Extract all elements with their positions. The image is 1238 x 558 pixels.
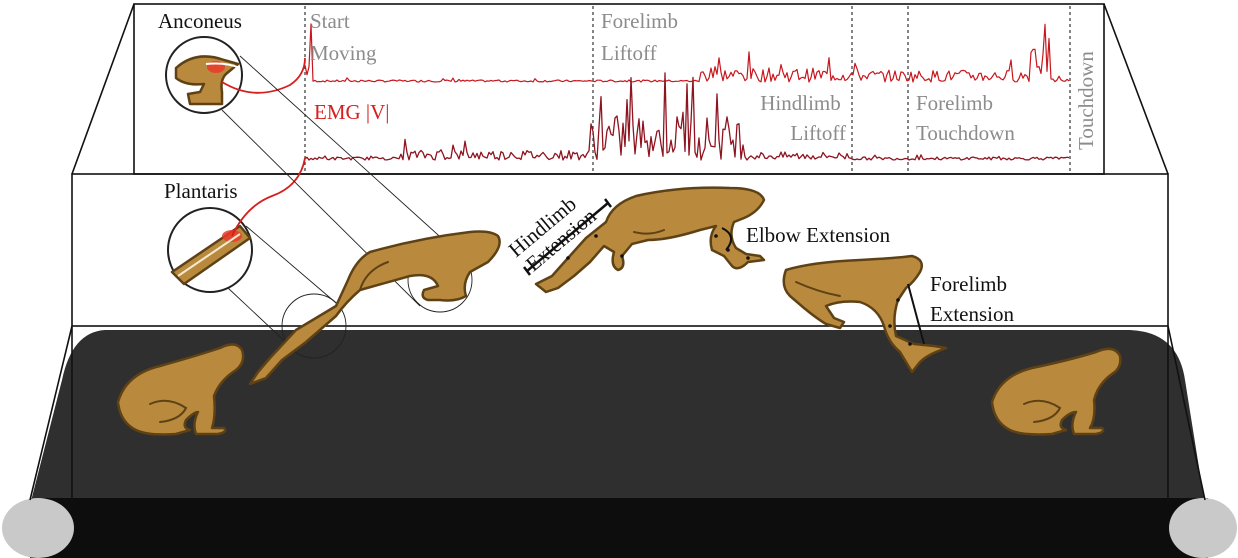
anconeus-emg-trace xyxy=(304,23,1070,83)
svg-text:Forelimb Extension: Forelimb Extension xyxy=(930,272,1014,326)
label-forelimb-liftoff: Forelimb Liftoff xyxy=(601,9,683,65)
anconeus-electrode-wire xyxy=(221,57,306,94)
label-touchdown: Touchdown xyxy=(1074,51,1098,150)
label-emg: EMG |V| xyxy=(314,100,390,124)
frog-crouched-left xyxy=(116,343,245,436)
anconeus-inset xyxy=(165,36,243,114)
frog-landing xyxy=(782,254,948,374)
label-start-moving: Start Moving xyxy=(310,9,377,65)
phase-dividers xyxy=(304,6,1071,172)
enclosure-box xyxy=(29,3,1206,501)
plantaris-electrode-wire xyxy=(231,157,306,237)
label-hindlimb-liftoff: Hindlimb Liftoff xyxy=(760,91,846,145)
joint-markers xyxy=(566,234,912,346)
elbow-extension-annotation: Elbow Extension xyxy=(721,223,891,251)
treadmill-front-edge xyxy=(30,498,1208,558)
enclosure-floor-left xyxy=(29,325,73,501)
treadmill xyxy=(2,330,1237,558)
label-anconeus: Anconeus xyxy=(158,9,242,33)
plantaris-inset xyxy=(167,207,253,293)
svg-text:Elbow Extension: Elbow Extension xyxy=(746,223,891,247)
right-roller xyxy=(1169,498,1237,558)
enclosure-edge-top-left xyxy=(71,3,135,175)
frog-airborne xyxy=(534,186,766,294)
label-forelimb-touchdown: Forelimb Touchdown xyxy=(916,91,1015,145)
frog-leaping-hindlimb xyxy=(248,230,501,386)
label-plantaris: Plantaris xyxy=(164,179,238,203)
treadmill-belt xyxy=(30,330,1205,505)
enclosure-floor-right xyxy=(1167,325,1206,501)
enclosure-edge-top-right xyxy=(1103,3,1169,175)
plantaris-emg-trace xyxy=(304,72,1070,161)
frog-crouched-right xyxy=(990,347,1122,436)
enclosure-front-panel xyxy=(71,173,1169,327)
forelimb-extension-annotation: Forelimb Extension xyxy=(907,272,1014,345)
left-roller xyxy=(2,498,74,558)
